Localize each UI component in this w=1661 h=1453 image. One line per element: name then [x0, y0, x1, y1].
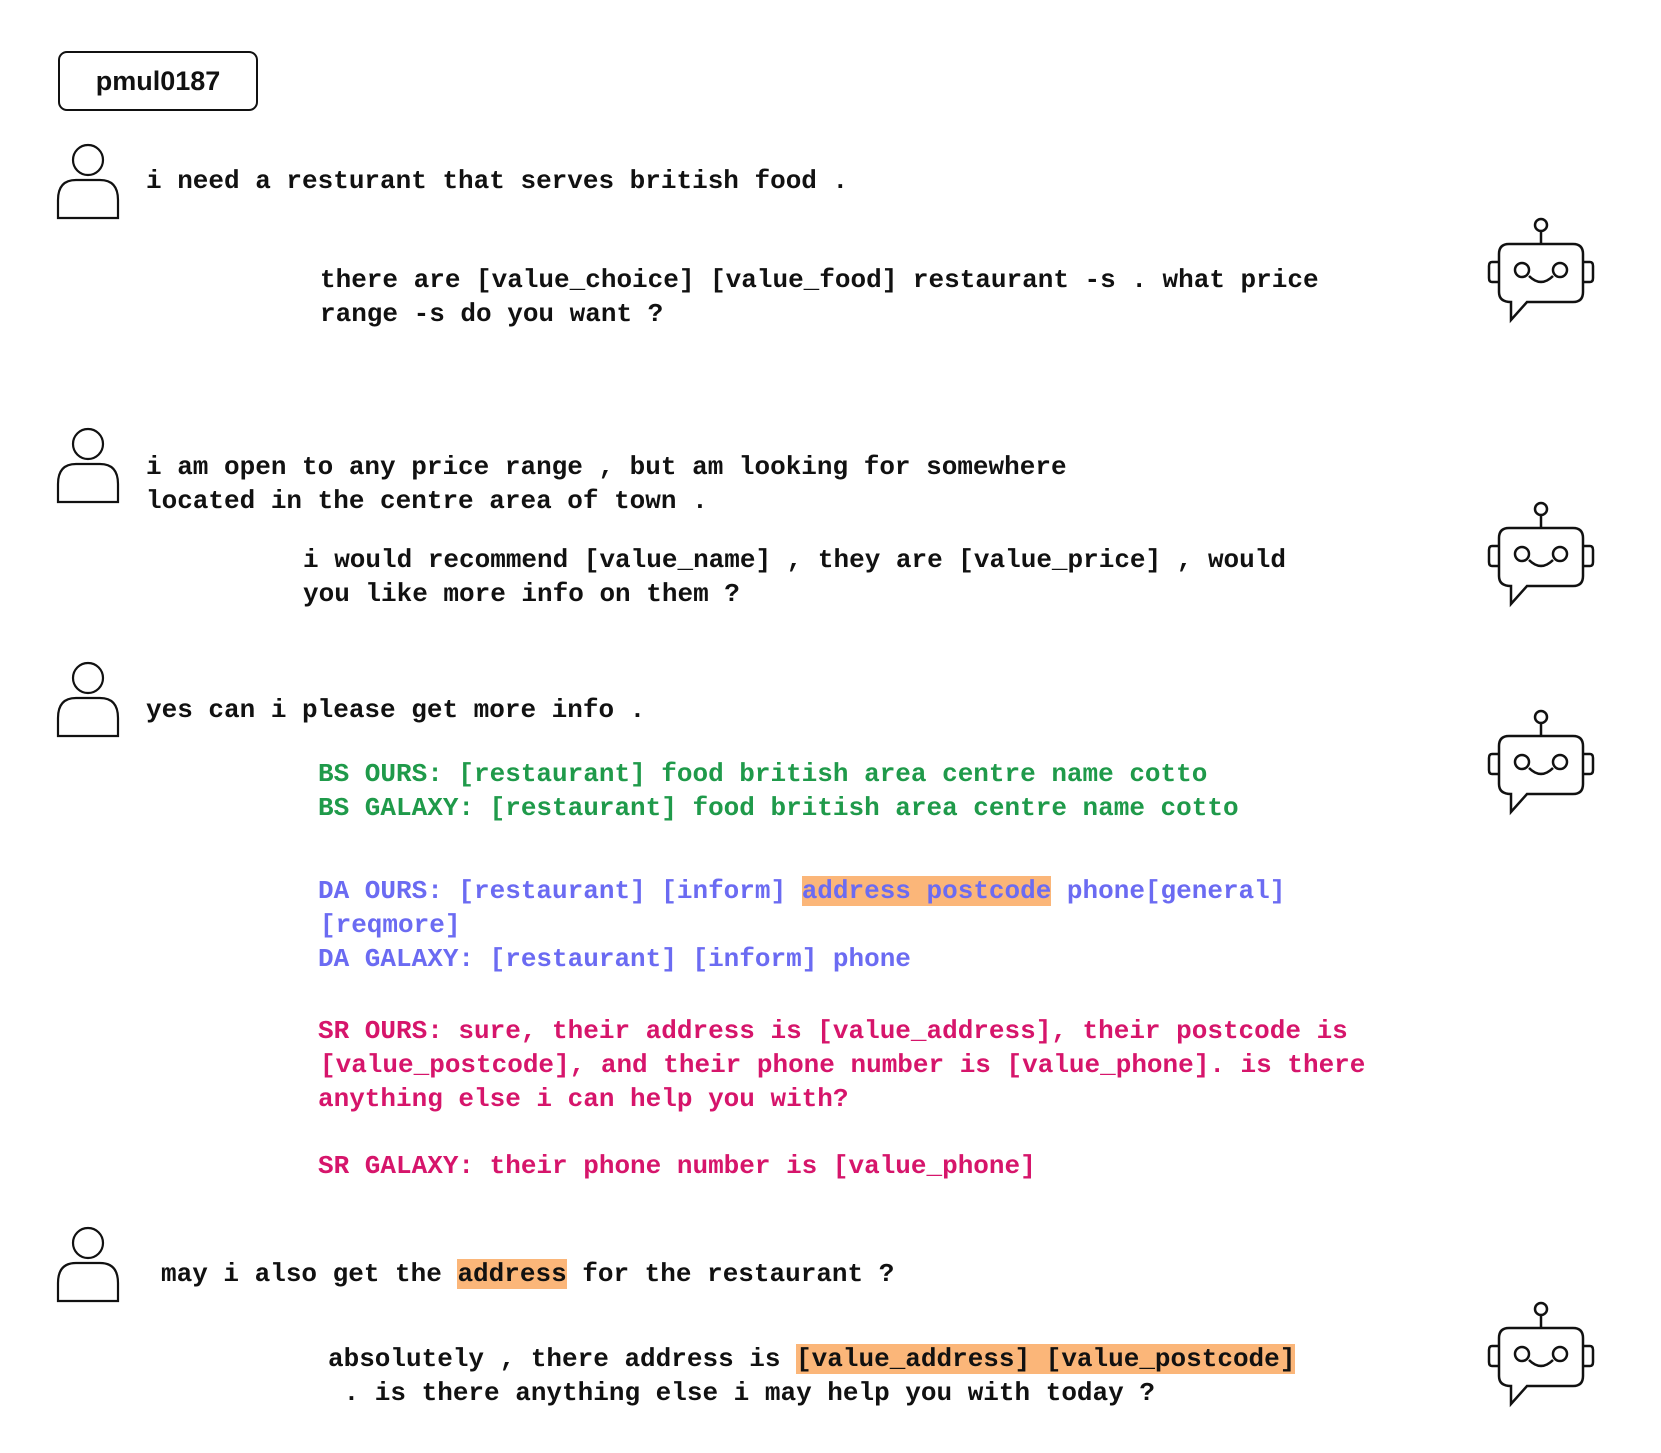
user-turn-2-line-2: located in the centre area of town . — [146, 486, 708, 516]
user-turn-4-suffix: for the restaurant ? — [566, 1259, 895, 1289]
user-turn-4: may i also get the address for the resta… — [161, 1257, 894, 1291]
bs-ours: BS OURS: [restaurant] food british area … — [318, 759, 1208, 789]
bot-turn-1-line-2: range -s do you want ? — [320, 299, 664, 329]
bot-turn-4-highlight: [value_address] [value_postcode] — [796, 1344, 1296, 1374]
user-icon — [56, 427, 120, 504]
da-ours-suffix: phone[general] — [1051, 876, 1286, 906]
sr-ours-line-2: [value_postcode], and their phone number… — [320, 1050, 1366, 1080]
robot-icon — [1487, 217, 1595, 324]
da-ours-highlight: address postcode — [801, 876, 1052, 906]
bot-turn-2-line-1: i would recommend [value_name] , they ar… — [303, 545, 1286, 575]
da-ours-line-2: [reqmore] — [320, 910, 461, 940]
user-icon — [56, 1226, 120, 1303]
user-turn-2-line-1: i am open to any price range , but am lo… — [146, 452, 1067, 482]
bs-galaxy: BS GALAXY: [restaurant] food british are… — [318, 793, 1239, 823]
da-galaxy: DA GALAXY: [restaurant] [inform] phone — [318, 944, 911, 974]
robot-icon — [1487, 501, 1595, 608]
bot-turn-4-line-1: absolutely , there address is [value_add… — [328, 1342, 1296, 1376]
bot-turn-2-line-2: you like more info on them ? — [303, 579, 740, 609]
sr-galaxy: SR GALAXY: their phone number is [value_… — [318, 1151, 1036, 1181]
bot-turn-4-line-2: . is there anything else i may help you … — [328, 1378, 1155, 1408]
bot-turn-4-prefix: absolutely , there address is — [328, 1344, 797, 1374]
da-ours-line-1: DA OURS: [restaurant] [inform] address p… — [318, 874, 1285, 908]
dialogue-id: pmul0187 — [95, 65, 221, 96]
da-ours-prefix: DA OURS: [restaurant] [inform] — [318, 876, 802, 906]
user-turn-1: i need a resturant that serves british f… — [146, 166, 849, 196]
user-turn-4-prefix: may i also get the — [161, 1259, 458, 1289]
user-icon — [56, 661, 120, 738]
robot-icon — [1487, 709, 1595, 816]
robot-icon — [1487, 1301, 1595, 1408]
dialogue-id-box: pmul0187 — [58, 51, 258, 111]
user-turn-3: yes can i please get more info . — [146, 695, 646, 725]
sr-ours-line-1: SR OURS: sure, their address is [value_a… — [318, 1016, 1348, 1046]
user-icon — [56, 143, 120, 220]
sr-ours-line-3: anything else i can help you with? — [318, 1084, 849, 1114]
user-turn-4-highlight: address — [457, 1259, 567, 1289]
bot-turn-1-line-1: there are [value_choice] [value_food] re… — [320, 265, 1319, 295]
